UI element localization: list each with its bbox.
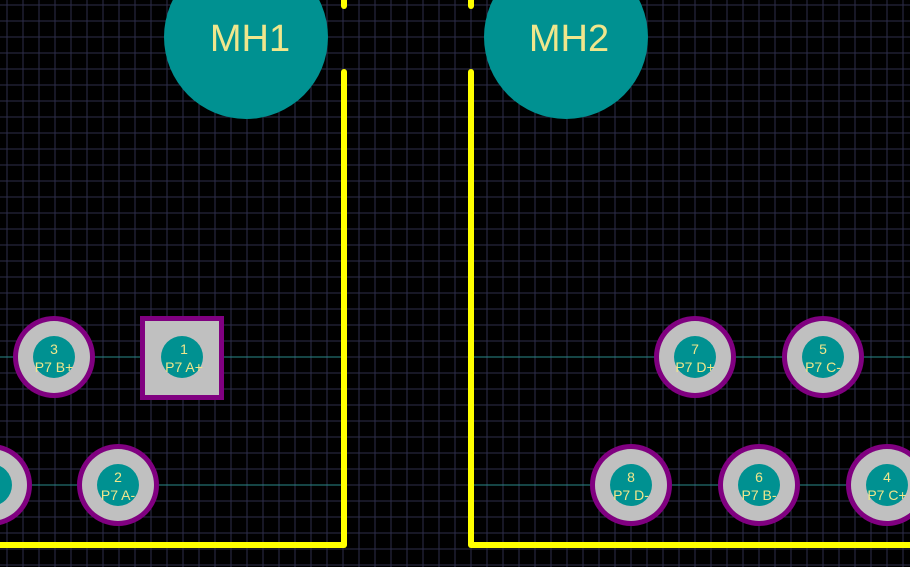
pad-4[interactable]: 4 P7 C+ — [846, 444, 910, 526]
pad-7-number: 7 — [691, 341, 699, 357]
mounting-hole-mh1[interactable]: MH1 — [164, 0, 328, 119]
pad-3-hole[interactable] — [33, 336, 75, 378]
pad-c-left-hole[interactable] — [0, 464, 12, 506]
pad-6-number: 6 — [755, 469, 763, 485]
mounting-hole-mh1-body[interactable] — [164, 0, 328, 119]
board-outline[interactable] — [0, 0, 910, 548]
pad-5-net: P7 C- — [805, 359, 841, 375]
pad-6[interactable]: 6 P7 B- — [718, 444, 800, 526]
pad-1[interactable]: 1 P7 A+ — [140, 316, 224, 400]
mounting-hole-mh2[interactable]: MH2 — [484, 0, 648, 119]
pad-4-net: P7 C+ — [867, 487, 906, 503]
pad-8-number: 8 — [627, 469, 635, 485]
pad-1-hole[interactable] — [161, 336, 203, 378]
pad-5[interactable]: 5 P7 C- — [782, 316, 864, 398]
pad-8[interactable]: 8 P7 D- — [590, 444, 672, 526]
pad-3[interactable]: 3 P7 B+ — [13, 316, 95, 398]
pad-2-number: 2 — [114, 469, 122, 485]
pad-3-number: 3 — [50, 341, 58, 357]
pad-1-net: P7 A+ — [165, 359, 203, 375]
mounting-hole-mh2-body[interactable] — [484, 0, 648, 119]
pad-c-left-copper[interactable] — [0, 449, 27, 521]
mounting-hole-mh2-label: MH2 — [529, 18, 609, 60]
pad-3-net: P7 B+ — [35, 359, 74, 375]
pad-6-net: P7 B- — [741, 487, 776, 503]
pad-4-number: 4 — [883, 469, 891, 485]
pad-5-hole[interactable] — [802, 336, 844, 378]
pad-8-hole[interactable] — [610, 464, 652, 506]
pad-7-hole[interactable] — [674, 336, 716, 378]
pad-2-net: P7 A- — [101, 487, 136, 503]
pad-7[interactable]: 7 P7 D+ — [654, 316, 736, 398]
pad-6-hole[interactable] — [738, 464, 780, 506]
pad-c-left[interactable]: C+ — [0, 444, 32, 526]
pad-5-number: 5 — [819, 341, 827, 357]
pad-8-net: P7 D- — [613, 487, 649, 503]
pad-1-number: 1 — [180, 341, 188, 357]
pad-4-hole[interactable] — [866, 464, 908, 506]
pad-2[interactable]: 2 P7 A- — [77, 444, 159, 526]
pad-2-hole[interactable] — [97, 464, 139, 506]
pad-7-net: P7 D+ — [675, 359, 714, 375]
mounting-hole-mh1-label: MH1 — [210, 18, 290, 60]
